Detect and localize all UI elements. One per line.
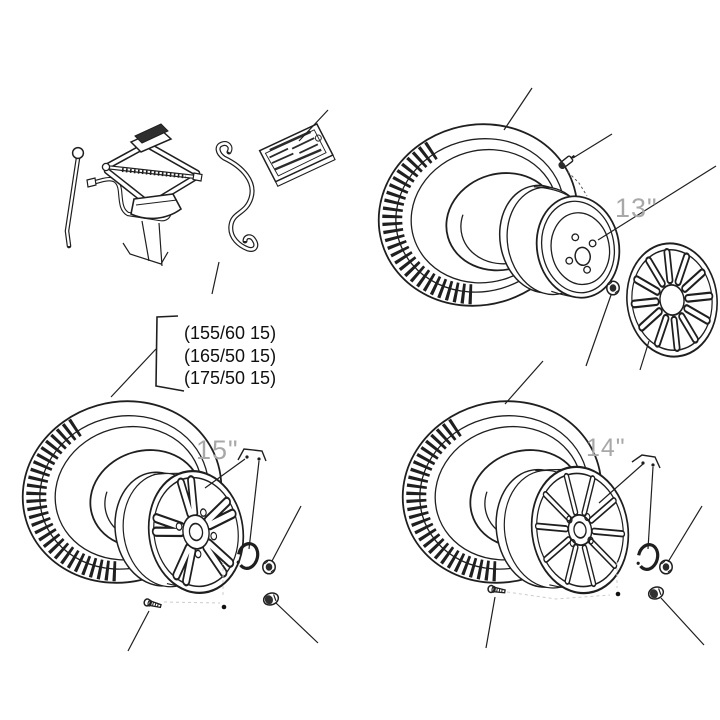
tire-size-line-2: (165/50 15) [184,346,276,366]
nut-leader-line-13 [585,294,612,367]
wheel-cover-leader-line [639,340,650,371]
rim-dot-14 [615,591,621,597]
tow-hook [215,141,259,252]
valve-bolt-15 [142,597,163,611]
guide-dashes-14 [506,562,618,600]
nut-leader-line-15 [271,505,302,562]
note-leader-line [110,348,157,398]
tow-hook-leader-line [211,261,220,295]
wheel-15-group: 15" [1,378,319,652]
callout-bracket-14 [631,454,661,469]
jack-leader-lines [141,220,163,267]
valve-stem-13 [558,154,576,170]
info-sticker [258,123,336,188]
ring-leader-line-14 [647,466,654,550]
ring-leader-line-15 [248,460,260,550]
bracket-dot [651,463,655,467]
wheel-13-group: 13" [357,87,718,371]
scissor-jack [101,123,203,220]
tire-13-leader-line [503,87,533,131]
bracket-dot [641,461,645,465]
sticker-leader-line [298,109,329,142]
cap-leader-line-14 [660,597,705,646]
rim-dot-15 [221,604,227,610]
wheel-14-leader-line [598,463,644,504]
lug-nut-13 [606,280,620,296]
tire-size-bracket [155,315,185,392]
valve-bolt-14 [486,584,507,596]
size-label-14: 14" [586,434,626,462]
bolt-leader-line-14 [485,596,496,649]
wheel-cover [626,242,718,358]
tire-size-line-1: (155/60 15) [184,323,276,343]
alloy-wheel-15 [114,470,245,594]
bracket-dot [257,457,261,461]
valve-leader-line [572,133,613,159]
guide-dashes-15 [163,562,224,604]
size-label-13: 13" [615,193,658,223]
size-label-15: 15" [196,435,239,465]
lug-nut-15 [262,559,276,575]
bracket-dot [245,455,249,459]
tire-size-note: (155/60 15) (165/50 15) (175/50 15) [110,315,276,398]
cap-leader-line-15 [275,602,319,644]
nut-leader-line-14 [667,505,703,563]
wheel-14-group: 14" [381,360,705,649]
jack-callout-bracket [122,242,169,265]
valve-dashed-line [567,171,588,197]
tire-size-line-3: (175/50 15) [184,368,276,388]
bolt-leader-line-15 [127,610,150,652]
wheel-15-leader-line [204,458,246,489]
lug-nut-14 [659,559,673,575]
callout-bracket-15 [237,448,267,462]
lug-wrench [64,146,85,249]
tire-14-leader-line [504,360,544,405]
wheel-13-leader-line [597,165,717,241]
jack-tools-group [64,109,336,295]
steel-wheel [498,184,621,299]
